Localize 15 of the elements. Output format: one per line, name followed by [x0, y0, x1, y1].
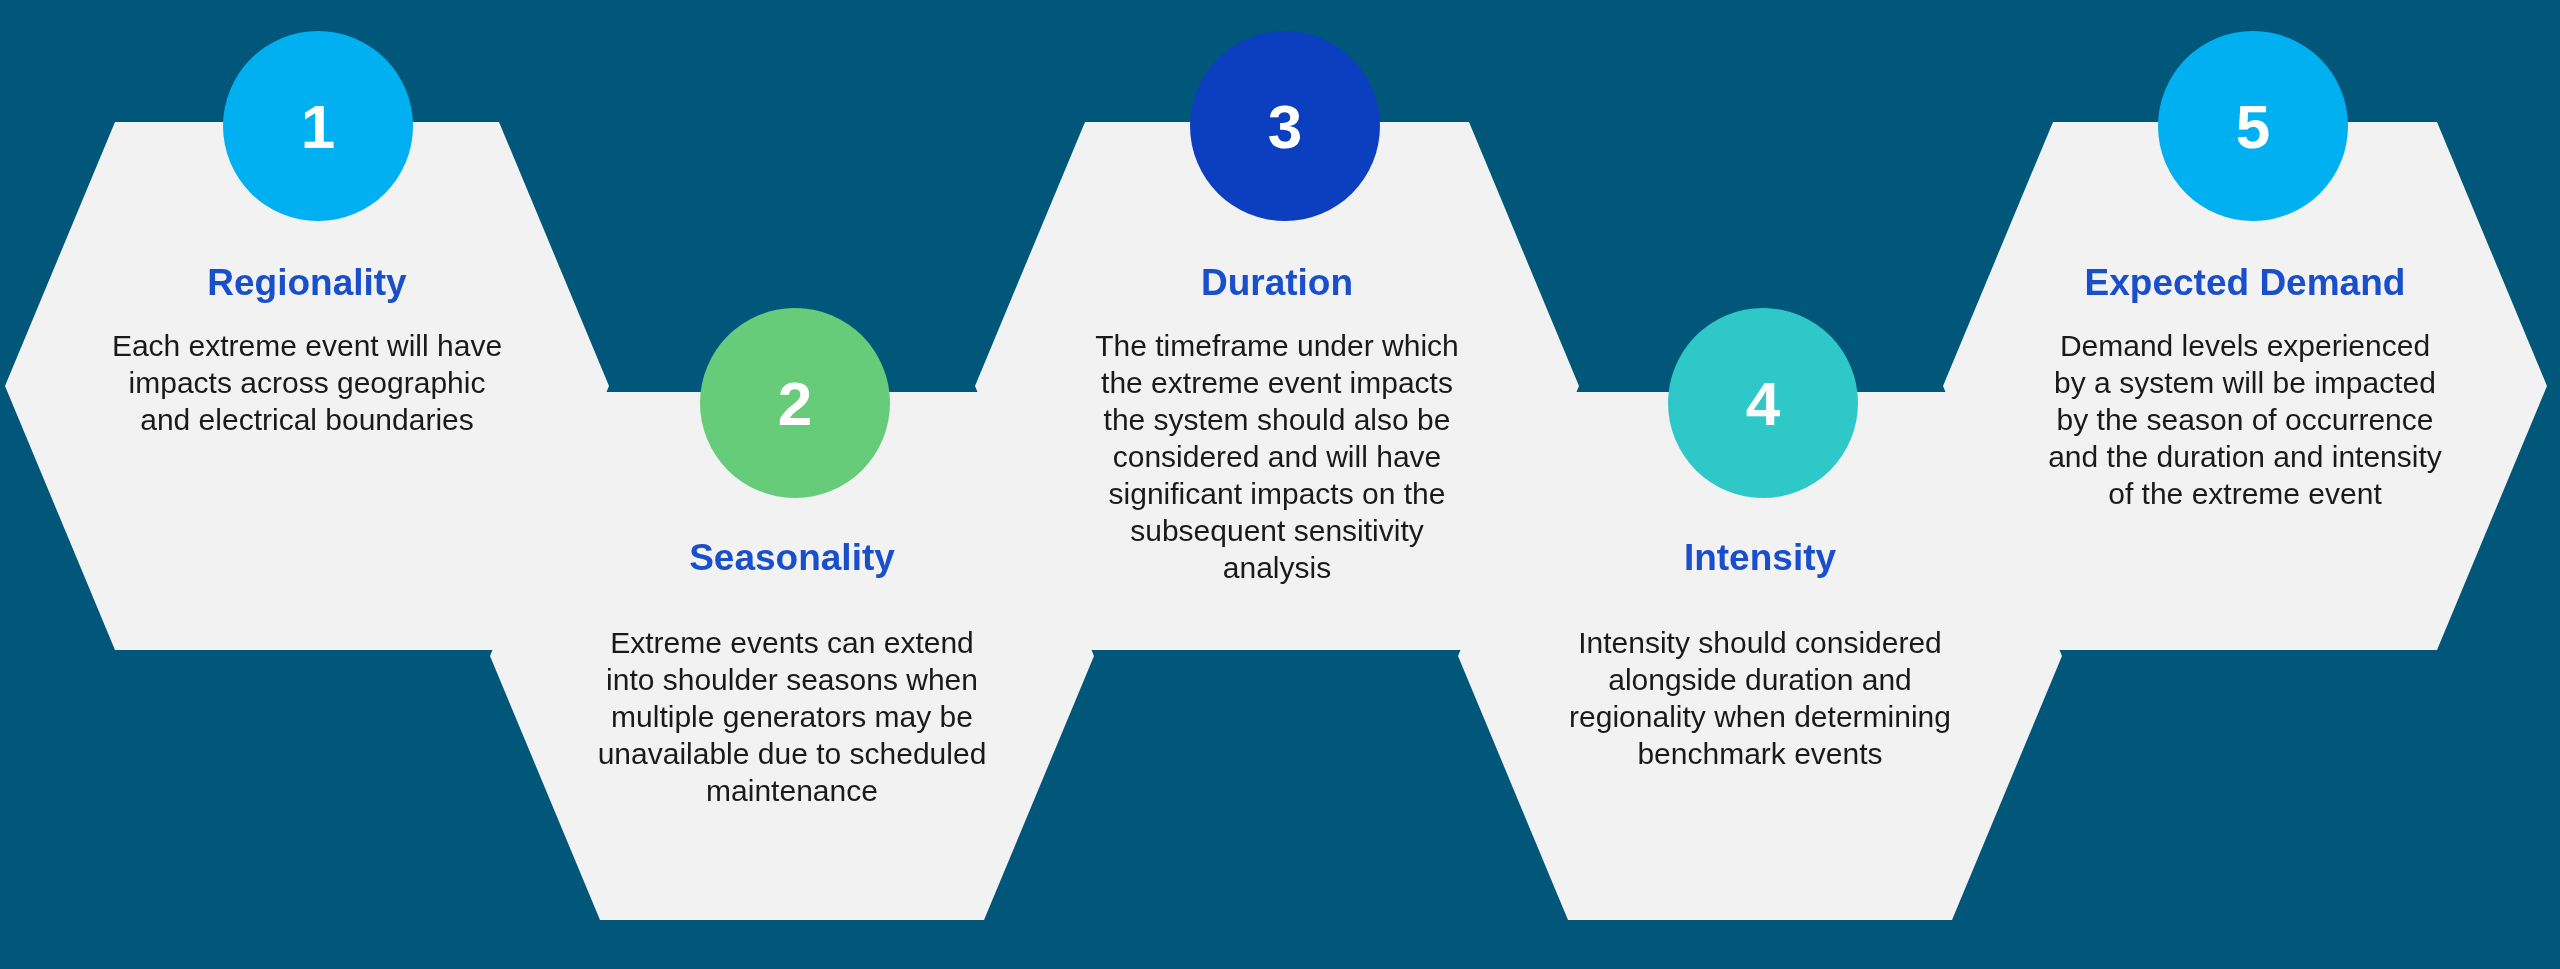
- description-text: Extreme events can extend into shoulder seasons when multiple generators may be unavailable due to scheduled maintenance: [596, 625, 988, 809]
- heading: Duration: [1199, 262, 1355, 304]
- step-number: 2: [777, 367, 813, 439]
- heading: Intensity: [1682, 537, 1838, 579]
- step-number: 3: [1267, 90, 1303, 162]
- description-text: Intensity should considered alongside duration and regionality when determining benchmark events: [1568, 625, 1952, 772]
- heading: Expected Demand: [2083, 262, 2407, 304]
- description-text: Each extreme event will have impacts across geographic and electrical boundaries: [110, 328, 504, 438]
- step-number: 1: [300, 90, 336, 162]
- step-number: 4: [1745, 367, 1781, 439]
- step-number: 5: [2235, 90, 2271, 162]
- heading: Seasonality: [688, 537, 896, 579]
- description-text: Demand levels experienced by a system will be impacted by the season of occurrence and the duration and intensity of the extreme event: [2047, 328, 2443, 512]
- description-text: The timeframe under which the extreme event impacts the system should also be considered and will have significant impacts on the subsequent sensitivity analysis: [1094, 328, 1460, 586]
- heading: Regionality: [206, 262, 408, 304]
